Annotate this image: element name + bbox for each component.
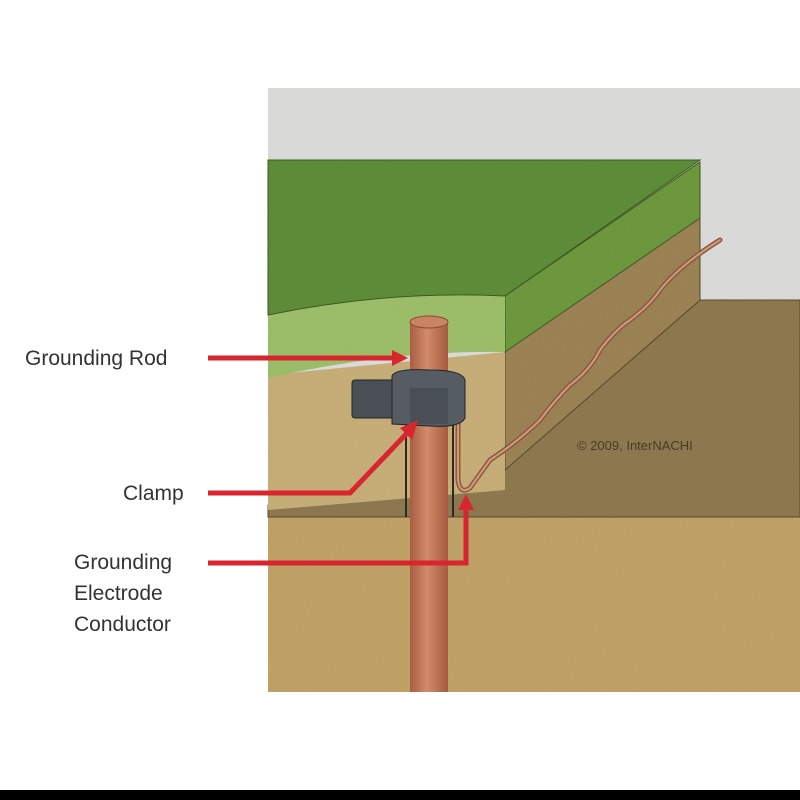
lower-soil: [268, 517, 800, 692]
bottom-bar: [0, 790, 800, 800]
clamp: [351, 369, 466, 427]
label-gec-line2: Electrode: [74, 582, 163, 605]
arrow-head-conductor: [458, 494, 474, 510]
arrow-conductor: [208, 508, 469, 566]
grass-top-face: [267, 159, 702, 316]
arrow-clamp: [208, 428, 412, 496]
arrow-head-clamp: [400, 420, 418, 440]
label-clamp: Clamp: [123, 482, 184, 505]
label-grounding-rod: Grounding Rod: [25, 347, 168, 370]
copyright-notice: © 2009, InterNACHI: [577, 438, 693, 453]
rod-top: [409, 315, 449, 329]
label-gec-line1: Grounding: [74, 551, 173, 574]
label-gec-line3: Conductor: [74, 613, 171, 636]
conductor-highlight: [457, 239, 721, 492]
arrow-head-grounding-rod: [392, 350, 408, 366]
